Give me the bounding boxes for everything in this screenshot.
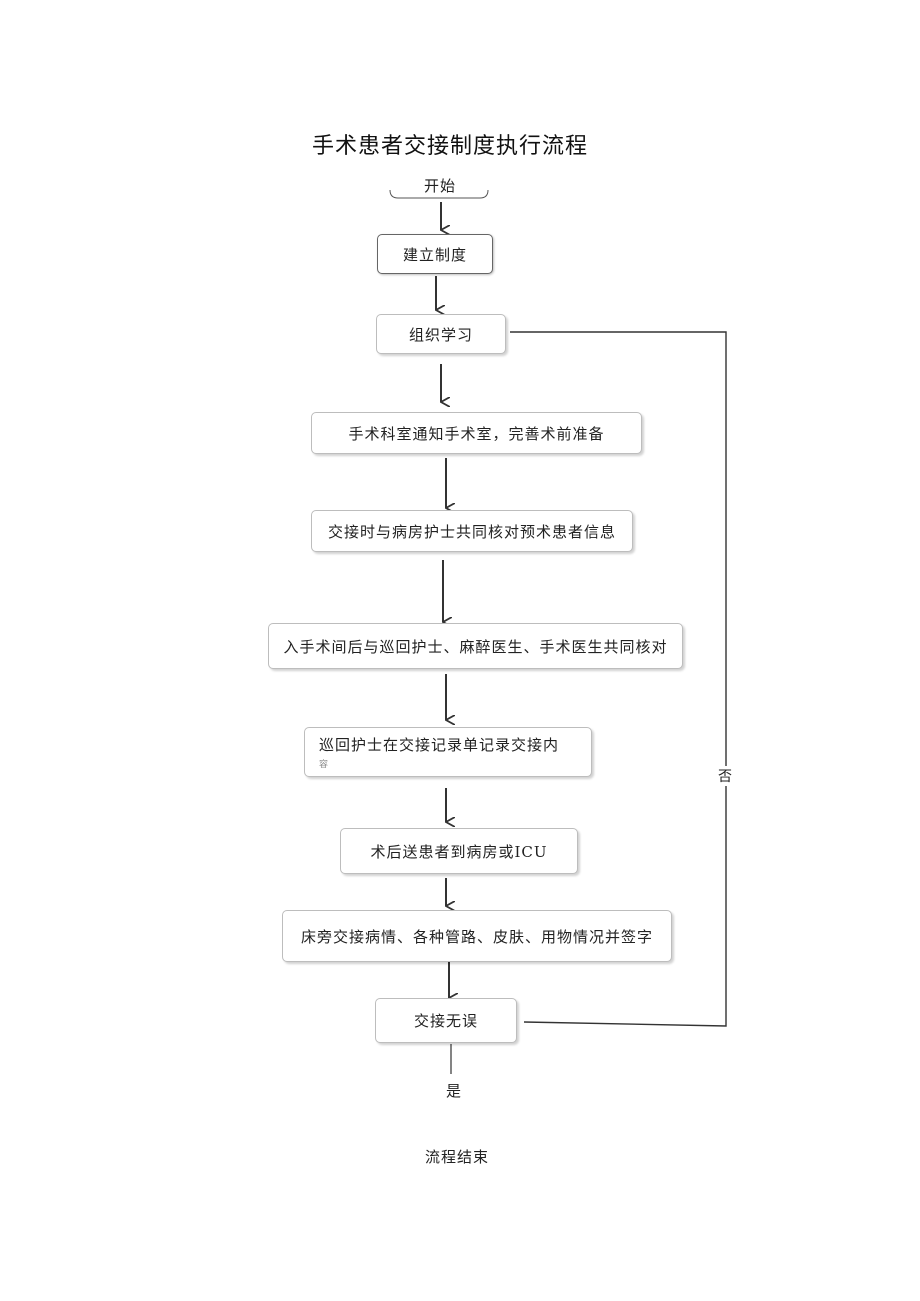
start-label: 开始 [423,176,456,195]
step-record-handover: 巡回护士在交接记录单记录交接内 容 [304,727,592,777]
step-verify-in-or-label: 入手术间后与巡回护士、麻醉医生、手术医生共同核对 [283,637,668,656]
step-record-handover-tail: 容 [319,760,329,770]
start-node: 开始 [400,174,480,196]
step-verify-with-ward-nurse: 交接时与病房护士共同核对预术患者信息 [311,510,633,552]
step-bedside-handover: 床旁交接病情、各种管路、皮肤、用物情况并签字 [282,910,672,962]
end-label: 流程结束 [425,1148,490,1166]
step-notify-or-label: 手术科室通知手术室，完善术前准备 [348,424,605,443]
decision-handover-correct-label: 交接无误 [413,1012,478,1030]
step-verify-in-or: 入手术间后与巡回护士、麻醉医生、手术医生共同核对 [268,623,683,669]
step-send-to-ward-label: 术后送患者到病房或ICU [370,842,548,861]
step-organize-study-label: 组织学习 [408,325,473,344]
branch-no-label: 否 [718,766,733,786]
step-establish-system: 建立制度 [377,234,493,274]
branch-yes-label: 是 [446,1082,463,1100]
decision-handover-correct: 交接无误 [375,998,517,1043]
step-send-to-ward: 术后送患者到病房或ICU [340,828,578,874]
step-bedside-handover-label: 床旁交接病情、各种管路、皮肤、用物情况并签字 [300,927,653,946]
start-bracket [389,189,489,199]
step-establish-system-label: 建立制度 [402,245,467,264]
page-title: 手术患者交接制度执行流程 [311,134,588,159]
step-organize-study: 组织学习 [376,314,506,354]
step-notify-or: 手术科室通知手术室，完善术前准备 [311,412,642,454]
step-verify-with-ward-nurse-label: 交接时与病房护士共同核对预术患者信息 [327,522,616,541]
step-record-handover-label: 巡回护士在交接记录单记录交接内 [319,736,560,754]
loop-back-no [510,331,727,1027]
